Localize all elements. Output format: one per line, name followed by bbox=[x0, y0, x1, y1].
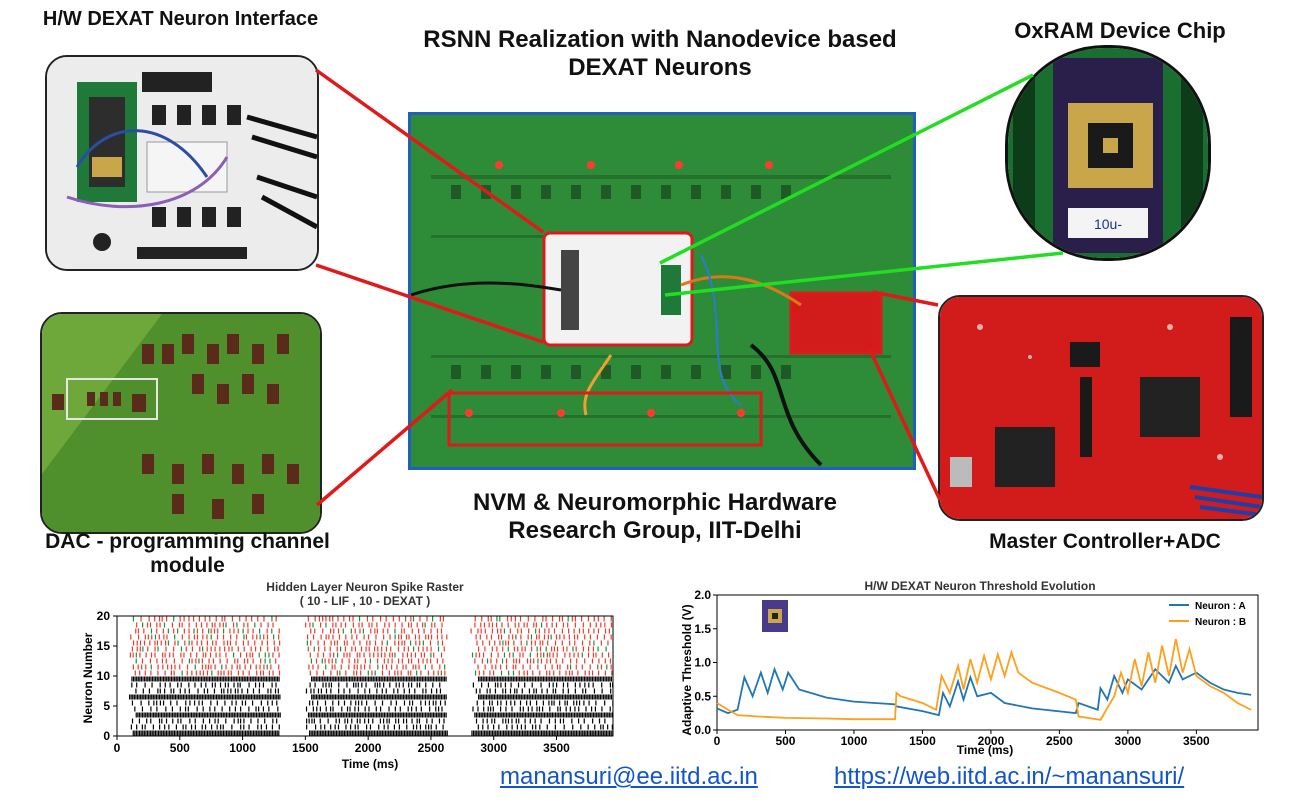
raster-frame bbox=[116, 615, 614, 737]
chip-handwritten-label: 10u- bbox=[1094, 216, 1122, 232]
raster-ytick-label: 10 bbox=[97, 669, 111, 683]
raster-plot-area: 0 500 1000 1500 2000 2500 3000 3500 0 5 10 15 20 bbox=[97, 609, 614, 755]
raster-xtick-label: 500 bbox=[170, 741, 190, 755]
hw-interface-title: H/W DEXAT Neuron Interface bbox=[42, 8, 319, 30]
master-controller-photo bbox=[938, 295, 1264, 521]
group-title-line1: NVM & Neuromorphic Hardware bbox=[472, 489, 838, 516]
hw-interface-photo bbox=[45, 55, 319, 271]
rsnn-board-illustration bbox=[410, 115, 913, 467]
raster-xlabel: Time (ms) bbox=[342, 757, 398, 771]
threshold-legend: Neuron : A Neuron : B bbox=[1169, 601, 1246, 628]
oxram-chip-photo: 10u- bbox=[1005, 45, 1211, 261]
dac-module-photo bbox=[40, 312, 322, 534]
rsnn-title-line1: RSNN Realization with Nanodevice based bbox=[423, 26, 897, 53]
raster-subtitle: ( 10 - LIF , 10 - DEXAT ) bbox=[299, 593, 431, 608]
threshold-xtick-label: 1000 bbox=[841, 734, 868, 748]
threshold-frame bbox=[716, 594, 1259, 731]
threshold-xtick-label: 2500 bbox=[1046, 734, 1073, 748]
oxram-chip-illustration: 10u- bbox=[1008, 48, 1208, 258]
threshold-xtick-label: 1500 bbox=[909, 734, 936, 748]
raster-xtick-label: 3000 bbox=[480, 741, 507, 755]
master-controller-title: Master Controller+ADC bbox=[989, 530, 1221, 553]
threshold-inset-chip bbox=[762, 600, 788, 632]
threshold-chart-title: H/W DEXAT Neuron Threshold Evolution bbox=[864, 579, 1096, 593]
group-title-line2: Research Group, IIT-Delhi bbox=[508, 516, 802, 544]
raster-ytick-label: 15 bbox=[97, 639, 111, 653]
raster-xtick-label: 3500 bbox=[543, 741, 570, 755]
raster-xtick-label: 2000 bbox=[355, 741, 382, 755]
raster-xtick-label: 1000 bbox=[229, 741, 256, 755]
raster-ytick-label: 0 bbox=[103, 729, 110, 743]
raster-ytick-label: 20 bbox=[97, 609, 111, 623]
threshold-xlabel: Time (ms) bbox=[957, 743, 1013, 757]
series-line-neuron-a bbox=[716, 663, 1252, 717]
threshold-xtick-label: 0 bbox=[714, 734, 721, 748]
raster-chart-title: Hidden Layer Neuron Spike Raster ( 10 - … bbox=[180, 580, 550, 609]
oxram-title: OxRAM Device Chip bbox=[1014, 18, 1226, 43]
master-controller-illustration bbox=[940, 297, 1262, 519]
website-link[interactable]: https://web.iitd.ac.in/~manansuri/ bbox=[834, 763, 1185, 790]
rsnn-title: RSNN Realization with Nanodevice based D… bbox=[380, 26, 940, 81]
threshold-ylabel: Adaptive Threshold (V) bbox=[680, 604, 694, 735]
threshold-xtick-label: 3500 bbox=[1183, 734, 1210, 748]
threshold-ytick-label: 2.0 bbox=[694, 590, 711, 602]
hw-interface-illustration bbox=[47, 57, 317, 269]
legend-label-b: Neuron : B bbox=[1195, 617, 1246, 628]
series-line-neuron-b bbox=[716, 638, 1252, 721]
threshold-plot-area: 0 500 1000 1500 2000 2500 3000 3500 0.0 0.5 1.0 1.5… bbox=[694, 590, 1259, 748]
raster-xtick-label: 1500 bbox=[292, 741, 319, 755]
raster-xtick-label: 2500 bbox=[418, 741, 445, 755]
email-link[interactable]: manansuri@ee.iitd.ac.in bbox=[500, 763, 758, 790]
raster-title: Hidden Layer Neuron Spike Raster bbox=[266, 580, 464, 594]
threshold-xtick-label: 500 bbox=[775, 734, 795, 748]
raster-ylabel: Neuron Number bbox=[81, 632, 95, 723]
legend-label-a: Neuron : A bbox=[1195, 601, 1246, 612]
group-title: NVM & Neuromorphic Hardware Research Gro… bbox=[420, 489, 890, 544]
threshold-xtick-label: 2000 bbox=[978, 734, 1005, 748]
threshold-ytick-label: 0.0 bbox=[694, 723, 711, 737]
spike-raster-chart: 0 500 1000 1500 2000 2500 3000 3500 0 5 10 15 20 Neu… bbox=[81, 609, 614, 771]
threshold-ytick-label: 0.5 bbox=[694, 689, 711, 703]
raster-xtick-label: 0 bbox=[114, 741, 121, 755]
rsnn-board-photo bbox=[408, 112, 916, 470]
raster-ytick-label: 5 bbox=[103, 699, 110, 713]
dac-title-line1: DAC - programming channel bbox=[45, 530, 330, 553]
dac-module-illustration bbox=[42, 314, 320, 532]
rsnn-title-line2: DEXAT Neurons bbox=[568, 53, 752, 81]
threshold-ytick-label: 1.5 bbox=[694, 622, 711, 636]
dac-title-line2: module bbox=[150, 554, 225, 578]
threshold-chart: 0 500 1000 1500 2000 2500 3000 3500 0.0 0.5 1.0 1.5… bbox=[680, 590, 1259, 757]
threshold-ytick-label: 1.0 bbox=[694, 656, 711, 670]
threshold-xtick-label: 3000 bbox=[1115, 734, 1142, 748]
dac-title: DAC - programming channel module bbox=[15, 530, 360, 578]
